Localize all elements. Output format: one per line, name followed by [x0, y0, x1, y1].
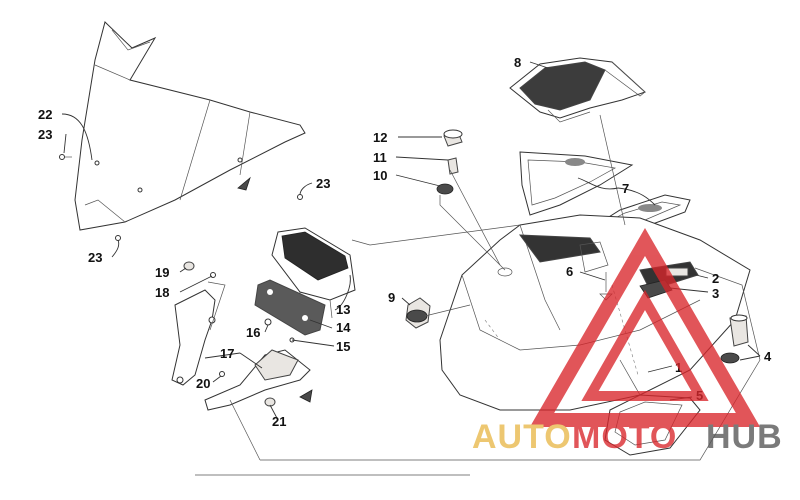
callout-9: 9: [388, 290, 395, 305]
leader-lines: [195, 114, 761, 476]
callout-21: 21: [272, 414, 286, 429]
direction-arrow-icon: [299, 389, 313, 403]
callout-17: 17: [220, 346, 234, 361]
mounting-plate: [254, 279, 326, 336]
instrument-cluster: [271, 227, 356, 319]
callout-4: 4: [764, 349, 772, 364]
callout-14: 14: [336, 320, 351, 335]
small-hardware: [183, 261, 295, 407]
callout-10: 10: [373, 168, 387, 183]
callout-23-right: 23: [316, 176, 330, 191]
watermark-auto: AUTO: [472, 418, 572, 456]
storage-net: [509, 57, 646, 123]
callout-13: 13: [336, 302, 350, 317]
side-trims: [519, 151, 691, 236]
warning-triangle-icon: [529, 228, 761, 427]
callout-23-left: 23: [38, 127, 52, 142]
callout-8: 8: [514, 55, 521, 70]
callout-leaders: [61, 61, 761, 421]
windshield: [74, 21, 306, 231]
callout-12: 12: [373, 130, 387, 145]
callout-16: 16: [246, 325, 260, 340]
callout-19: 19: [155, 265, 169, 280]
watermark-moto: MOTO: [572, 418, 677, 456]
callout-3: 3: [712, 286, 719, 301]
front-hood: [439, 214, 751, 411]
callout-15: 15: [336, 339, 350, 354]
callout-6: 6: [566, 264, 573, 279]
knob: [405, 297, 431, 329]
callout-23-bottom: 23: [88, 250, 102, 265]
callout-7: 7: [622, 181, 629, 196]
side-reflector: [720, 314, 749, 364]
callout-18: 18: [155, 285, 169, 300]
direction-arrow-icon: [237, 176, 251, 191]
callout-20: 20: [196, 376, 210, 391]
support-bracket: [171, 289, 313, 411]
switch-assembly: [436, 129, 463, 195]
callout-2: 2: [712, 271, 719, 286]
callout-11: 11: [373, 150, 387, 165]
watermark-logo: AUTO MOTO HUB: [472, 228, 783, 456]
watermark-hub: HUB: [706, 418, 783, 456]
callout-22: 22: [38, 107, 52, 122]
